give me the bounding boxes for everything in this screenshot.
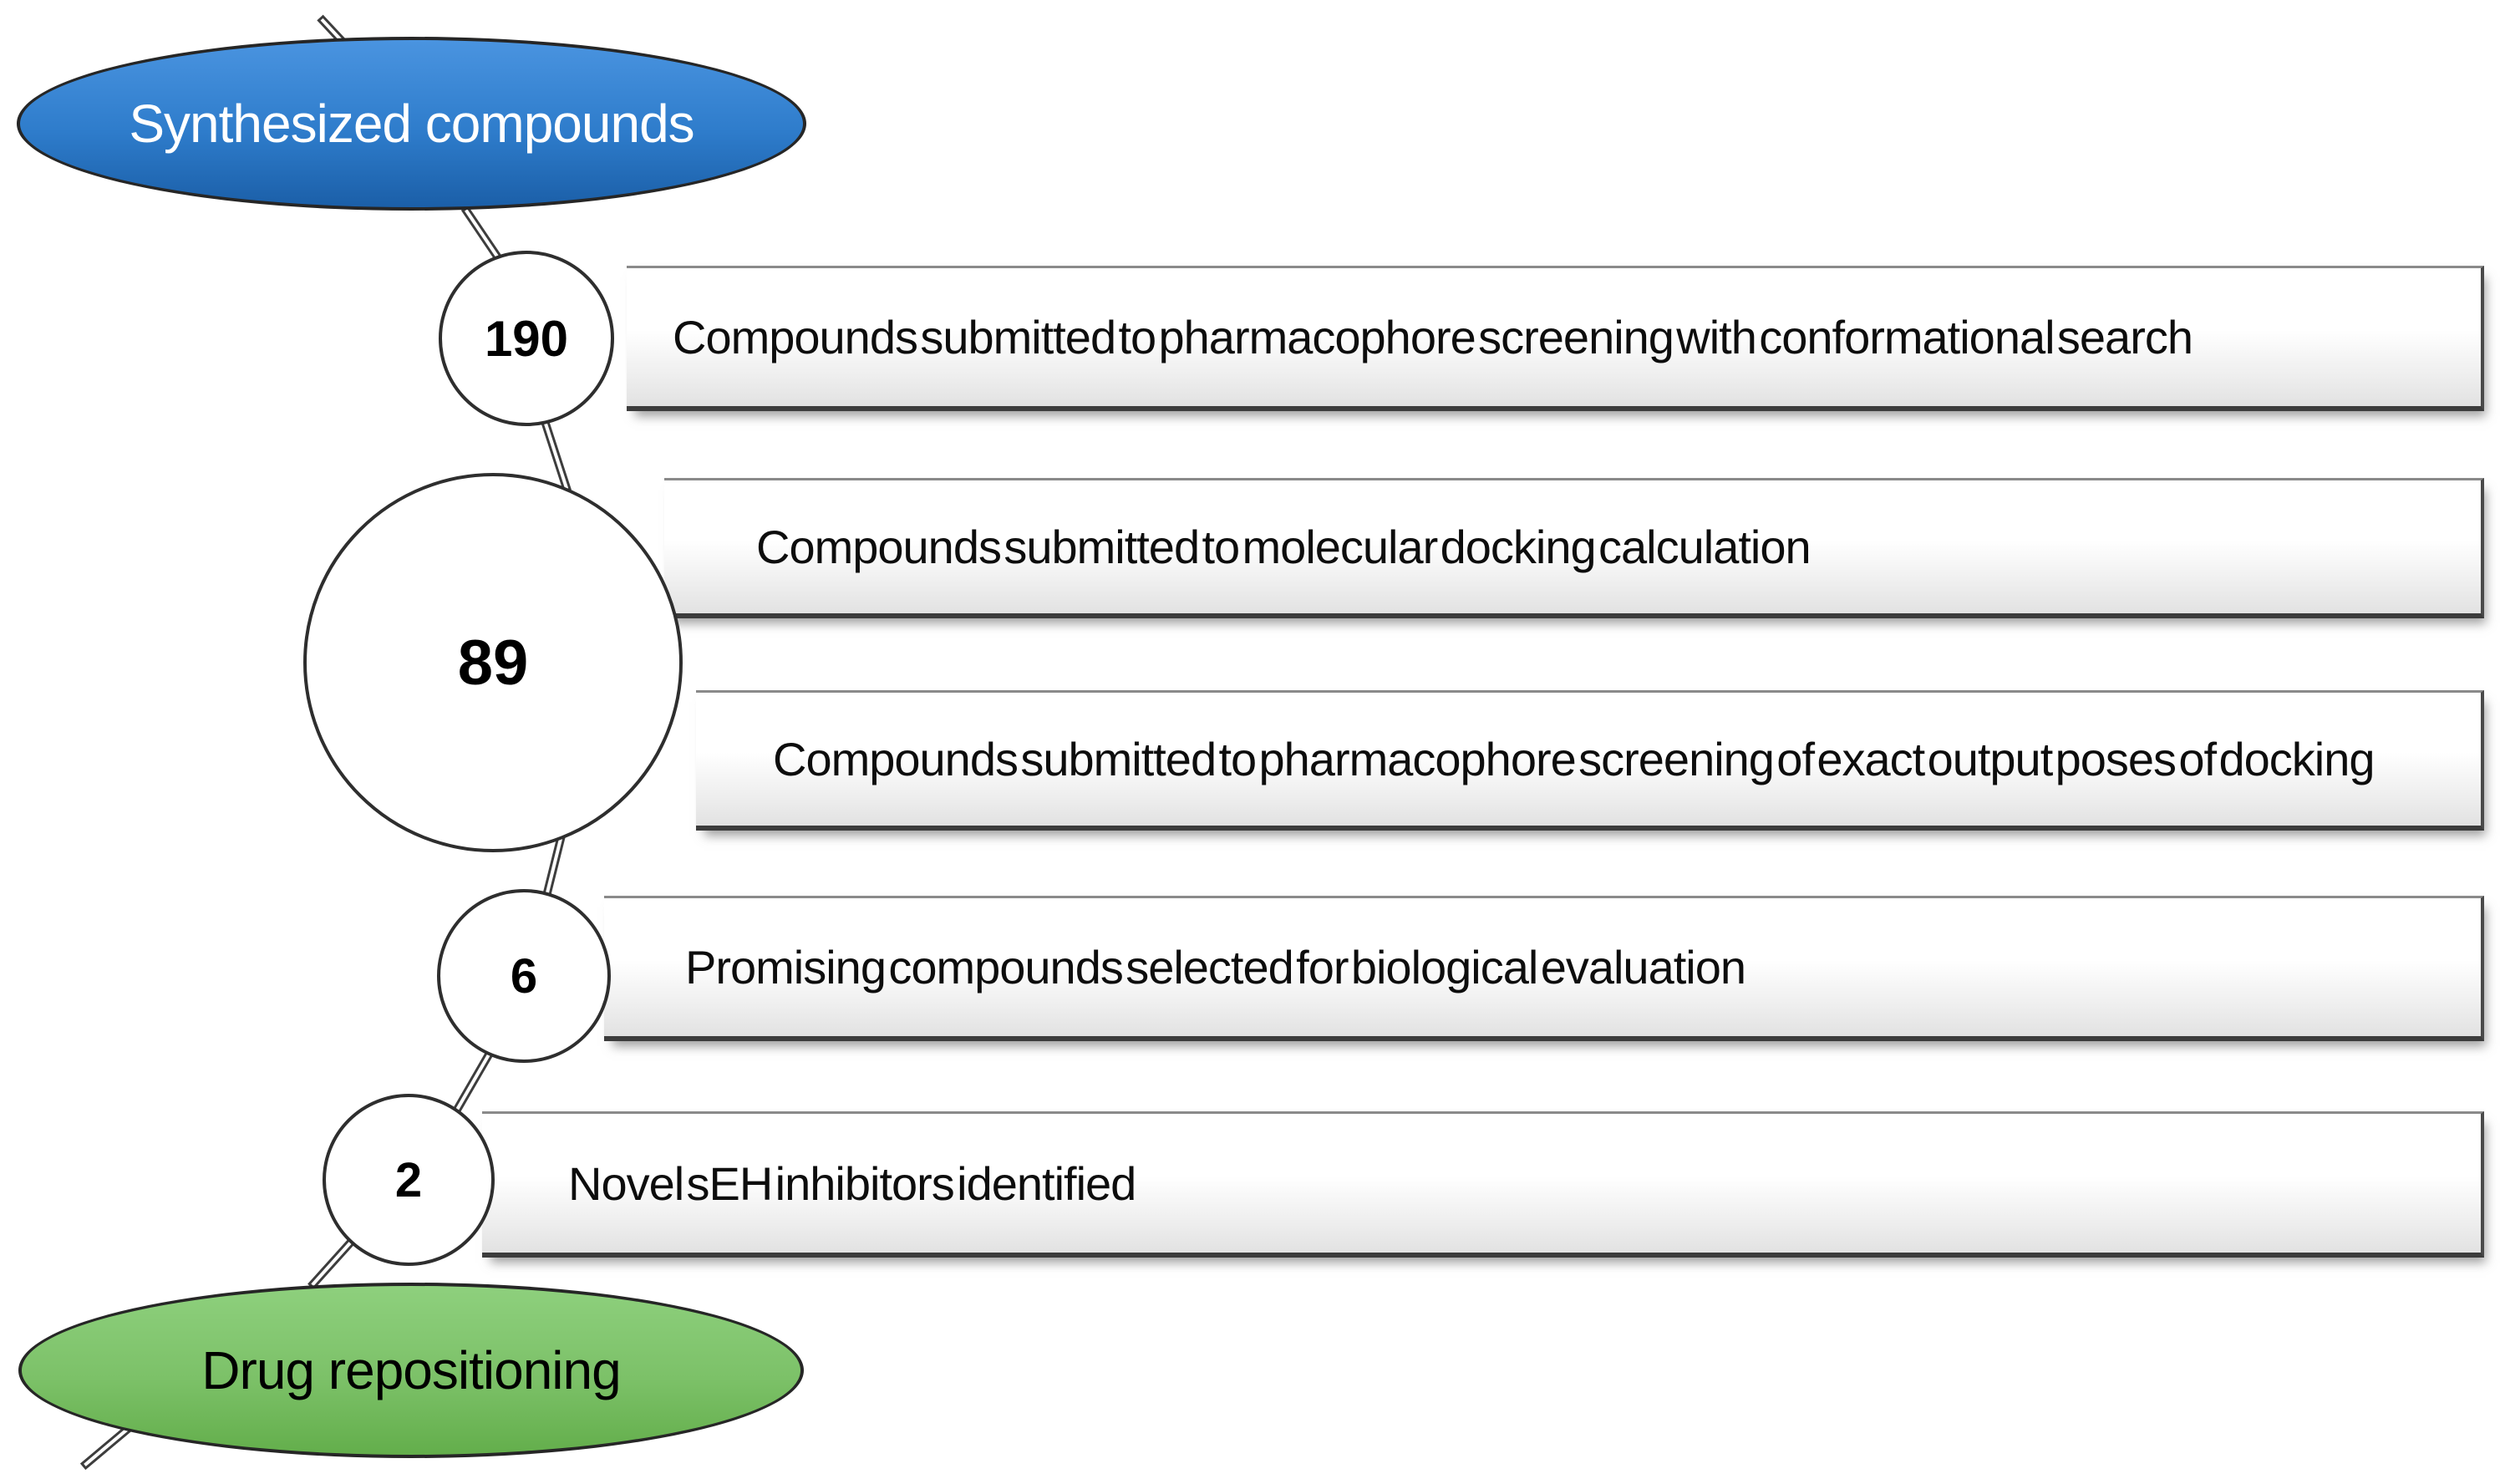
start-node-label: Synthesized compounds bbox=[129, 94, 694, 154]
start-node-synthesized-compounds: Synthesized compounds bbox=[17, 37, 806, 211]
count-value: 89 bbox=[457, 627, 529, 699]
count-circle-89: 89 bbox=[303, 473, 683, 852]
end-node-label: Drug repositioning bbox=[201, 1340, 621, 1400]
step-bar-pharmacophore-docking-poses: Compounds submitted to pharmacophore scr… bbox=[696, 690, 2484, 831]
step-bar-label: Compounds submitted to pharmacophore scr… bbox=[673, 311, 2193, 363]
end-node-drug-repositioning: Drug repositioning bbox=[18, 1283, 804, 1458]
step-bar-label: Promising compounds selected for biologi… bbox=[685, 941, 1746, 994]
step-bar-molecular-docking: Compounds submitted to molecular docking… bbox=[664, 478, 2484, 618]
count-value: 190 bbox=[484, 310, 569, 367]
step-bar-label: Compounds submitted to molecular docking… bbox=[756, 521, 1811, 573]
count-value: 6 bbox=[510, 948, 538, 1004]
step-bar-biological-evaluation: Promising compounds selected for biologi… bbox=[604, 896, 2484, 1041]
connector-2-to-end bbox=[307, 1235, 358, 1290]
count-circle-6: 6 bbox=[437, 889, 611, 1063]
count-circle-190: 190 bbox=[439, 251, 614, 426]
step-bar-pharmacophore-screening: Compounds submitted to pharmacophore scr… bbox=[627, 266, 2484, 411]
step-bar-label: Compounds submitted to pharmacophore scr… bbox=[773, 733, 2375, 785]
step-bar-novel-inhibitors: Novel sEH inhibitors identified bbox=[482, 1111, 2484, 1258]
count-value: 2 bbox=[394, 1152, 423, 1207]
step-bar-label: Novel sEH inhibitors identified bbox=[568, 1156, 1136, 1210]
count-circle-2: 2 bbox=[323, 1094, 495, 1266]
